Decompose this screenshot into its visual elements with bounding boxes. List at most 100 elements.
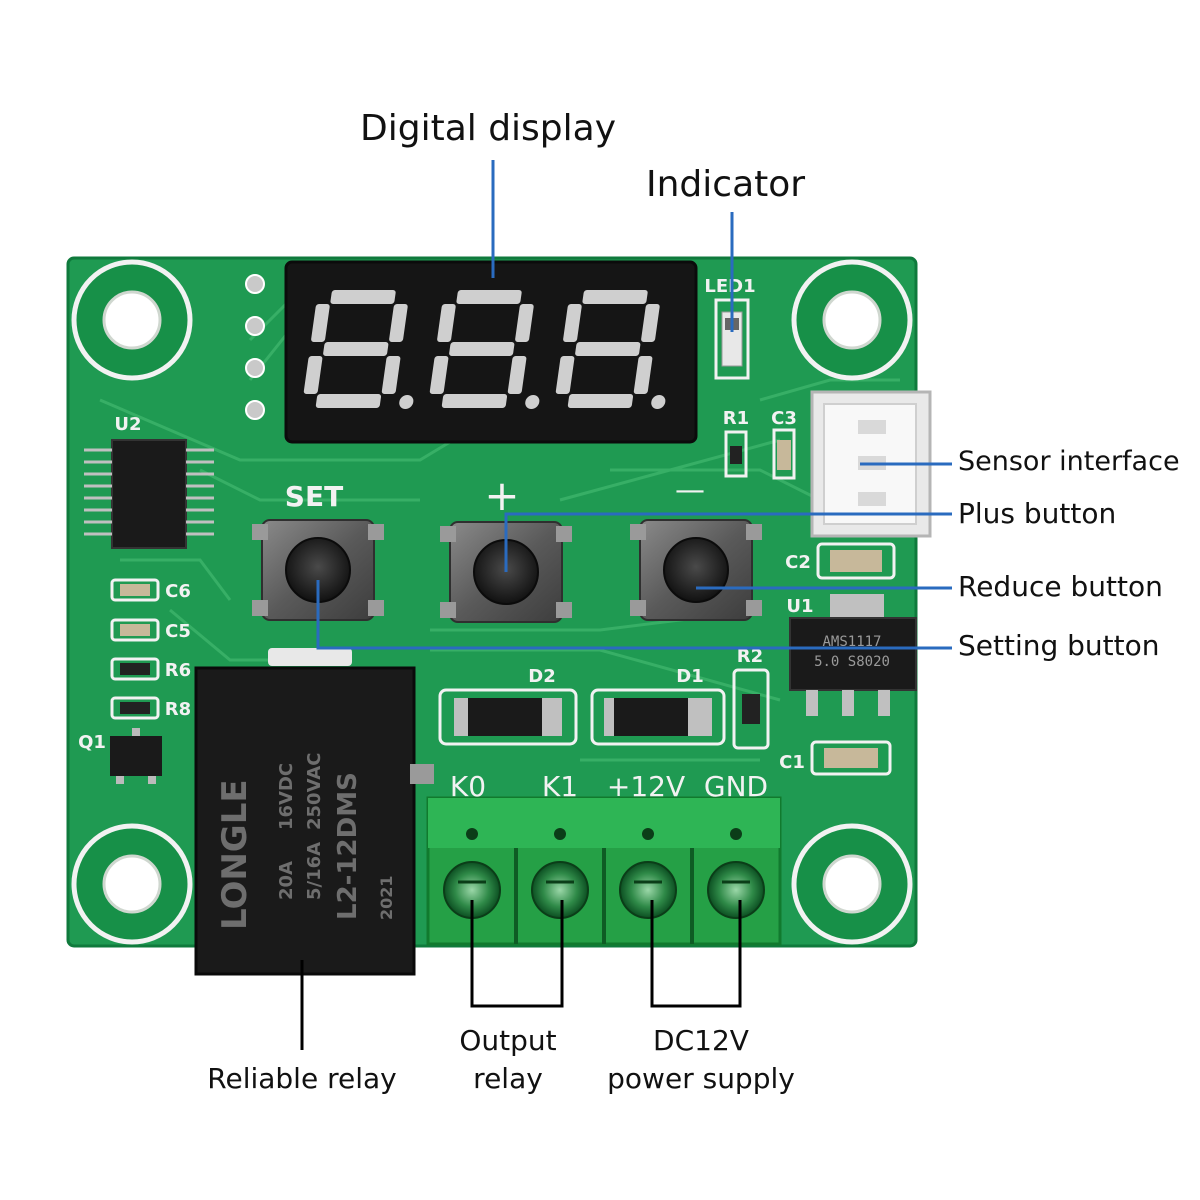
relay-markings: LONGLE 20A 16VDC 5/16A 250VAC L2-12DMS 2…	[215, 753, 396, 930]
digital-display	[284, 260, 698, 444]
silk-r8: R8	[165, 699, 191, 720]
bracket-output-relay	[470, 900, 564, 1008]
bracket-lines	[300, 900, 742, 1050]
smd-r8	[110, 696, 160, 720]
label-indicator: Indicator	[646, 164, 806, 205]
segment	[389, 304, 408, 342]
silk-c3: C3	[771, 408, 797, 429]
relay-code: 2021	[377, 875, 396, 920]
silk-r6: R6	[165, 660, 191, 681]
segment	[315, 394, 382, 408]
display-digit-2	[429, 290, 540, 409]
silk-set: SET	[285, 480, 343, 513]
mount-hole-bottom-right	[791, 823, 913, 945]
silk-k0: K0	[450, 770, 486, 803]
segment	[429, 356, 449, 394]
label-reliable-relay: Reliable relay	[207, 1062, 397, 1095]
transistor-q1	[110, 728, 162, 784]
bracket-power-supply	[650, 900, 742, 1008]
relay-model: L2-12DMS	[333, 772, 363, 920]
smd-c5	[110, 618, 160, 642]
segment	[381, 356, 401, 394]
regulator-u1	[789, 594, 917, 716]
relay-line1: 20A	[276, 861, 297, 900]
segment	[582, 290, 648, 304]
silk-c5: C5	[165, 621, 191, 642]
decimal-point	[651, 395, 666, 409]
terminal-block	[426, 796, 782, 946]
diode-d1	[590, 688, 726, 746]
relay-line3: 5/16A	[304, 842, 325, 900]
silk-r2: R2	[737, 646, 763, 667]
smd-r6	[110, 657, 160, 681]
mount-hole-top-left	[71, 259, 193, 381]
segment	[641, 304, 660, 342]
segment	[441, 394, 508, 408]
silk-u2: U2	[114, 414, 141, 435]
segment	[437, 304, 456, 342]
label-reduce-button: Reduce button	[958, 570, 1163, 603]
segment	[575, 342, 641, 356]
regulator-marking-line2: 5.0 S8020	[814, 654, 890, 670]
capacitor-c3	[772, 428, 796, 480]
silk-r1: R1	[723, 408, 749, 429]
silk-c2: C2	[785, 552, 811, 573]
button-minus	[630, 519, 762, 621]
label-dc12v-power-supply: DC12V power supply	[607, 1024, 795, 1095]
silk-q1: Q1	[78, 732, 106, 753]
segment	[303, 356, 323, 394]
leader-plus-button	[504, 512, 952, 572]
decimal-point	[399, 395, 414, 409]
label-sensor-interface: Sensor interface	[958, 446, 1180, 477]
segment	[449, 342, 515, 356]
silk-gnd: GND	[704, 770, 768, 803]
silk-d1: D1	[676, 666, 703, 687]
relay	[194, 648, 434, 976]
resistor-r2	[732, 668, 770, 750]
display-digit-3	[555, 290, 666, 409]
capacitor-c1	[810, 740, 892, 776]
segment	[323, 342, 389, 356]
segment	[330, 290, 396, 304]
label-digital-display: Digital display	[360, 108, 617, 149]
segment	[555, 356, 575, 394]
segment	[567, 394, 634, 408]
smd-c6	[110, 578, 160, 602]
silk-k1: K1	[542, 770, 578, 803]
silk-d2: D2	[528, 666, 555, 687]
capacitor-c2	[816, 542, 896, 580]
pcb-traces	[99, 298, 900, 762]
silk-minus: —	[675, 473, 705, 508]
relay-brand: LONGLE	[215, 779, 255, 930]
chip-u2	[84, 439, 214, 549]
segment	[456, 290, 522, 304]
silk-plus: +	[484, 471, 519, 520]
segment	[507, 356, 527, 394]
leader-lines	[316, 160, 952, 650]
segment	[563, 304, 582, 342]
mount-hole-bottom-left	[71, 823, 193, 945]
seven-segment-digits	[303, 290, 666, 409]
silk-led1: LED1	[704, 276, 755, 297]
relay-line4: 250VAC	[304, 753, 325, 830]
silk-12v: +12V	[607, 770, 685, 803]
silk-u1: U1	[786, 596, 813, 617]
resistor-r1	[724, 430, 748, 478]
button-set	[252, 519, 384, 621]
display-digit-1	[303, 290, 414, 409]
segment	[515, 304, 534, 342]
segment	[633, 356, 653, 394]
segment	[311, 304, 330, 342]
diode-d2	[438, 688, 578, 746]
mount-hole-top-right	[791, 259, 913, 381]
regulator-marking-line1: AMS1117	[822, 634, 881, 650]
silk-c1: C1	[779, 752, 805, 773]
label-output-relay: Output relay	[459, 1024, 557, 1095]
decimal-point	[525, 395, 540, 409]
leader-setting-button	[316, 580, 952, 650]
silk-c6: C6	[165, 581, 191, 602]
label-setting-button: Setting button	[958, 629, 1160, 662]
label-plus-button: Plus button	[958, 497, 1117, 530]
